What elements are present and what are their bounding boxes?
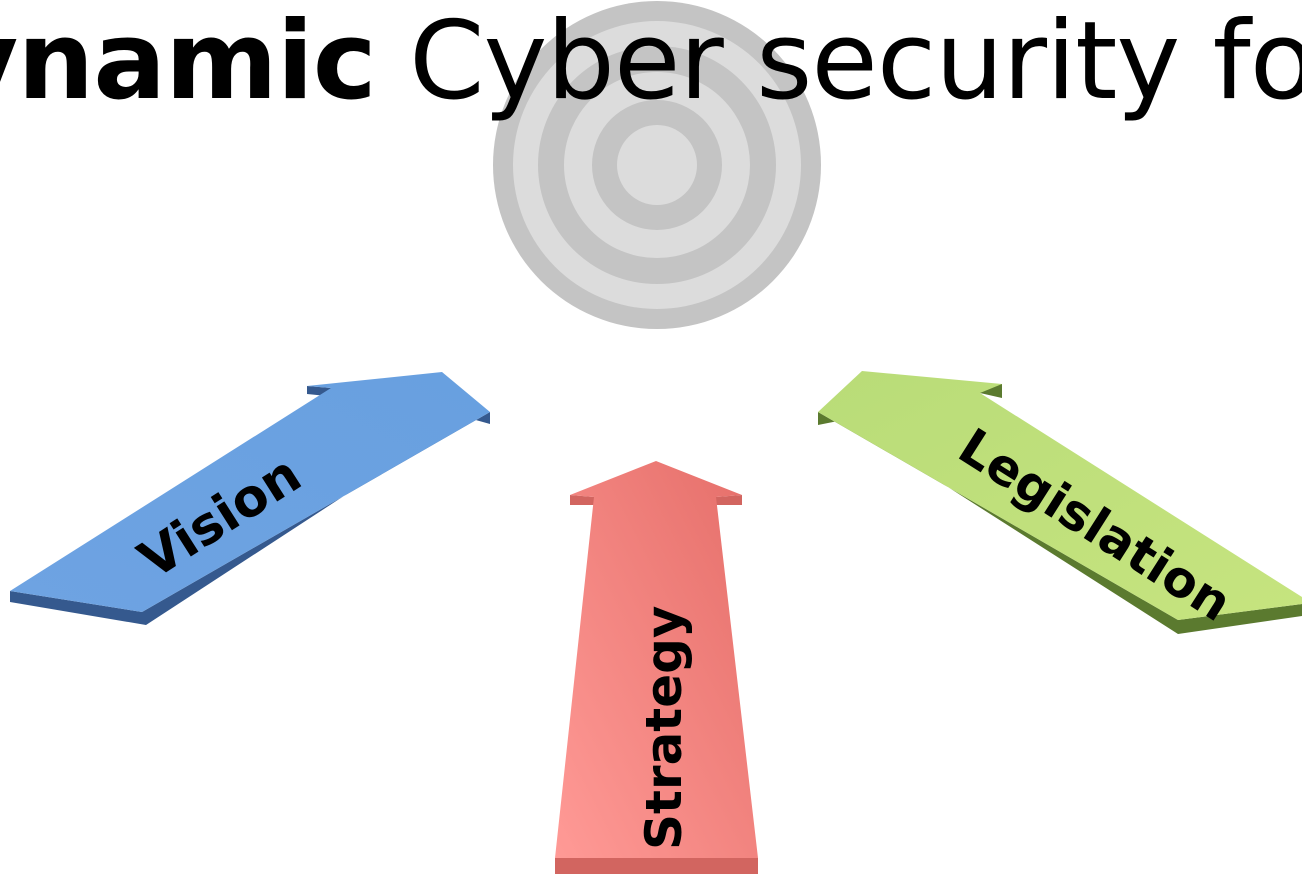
strategy-arrow-shade-bottom: [555, 858, 758, 874]
legislation-arrow: Legislation: [818, 371, 1302, 634]
legislation-arrow-body: [818, 371, 1302, 620]
strategy-arrow-shade-left: [570, 495, 594, 505]
strategy-arrow-body: [555, 461, 758, 858]
legislation-arrow-shade: [818, 412, 1302, 634]
legislation-label: Legislation: [949, 417, 1242, 633]
strategy-label: Strategy: [635, 605, 693, 850]
vision-arrow-body: [10, 372, 490, 612]
strategy-arrow: Strategy: [555, 461, 758, 874]
strategy-arrow-shade-right: [716, 495, 742, 505]
target-icon: [493, 1, 821, 329]
title-regular-part: Cyber security for Cy: [409, 0, 1302, 124]
vision-arrow: Vision: [10, 372, 490, 625]
